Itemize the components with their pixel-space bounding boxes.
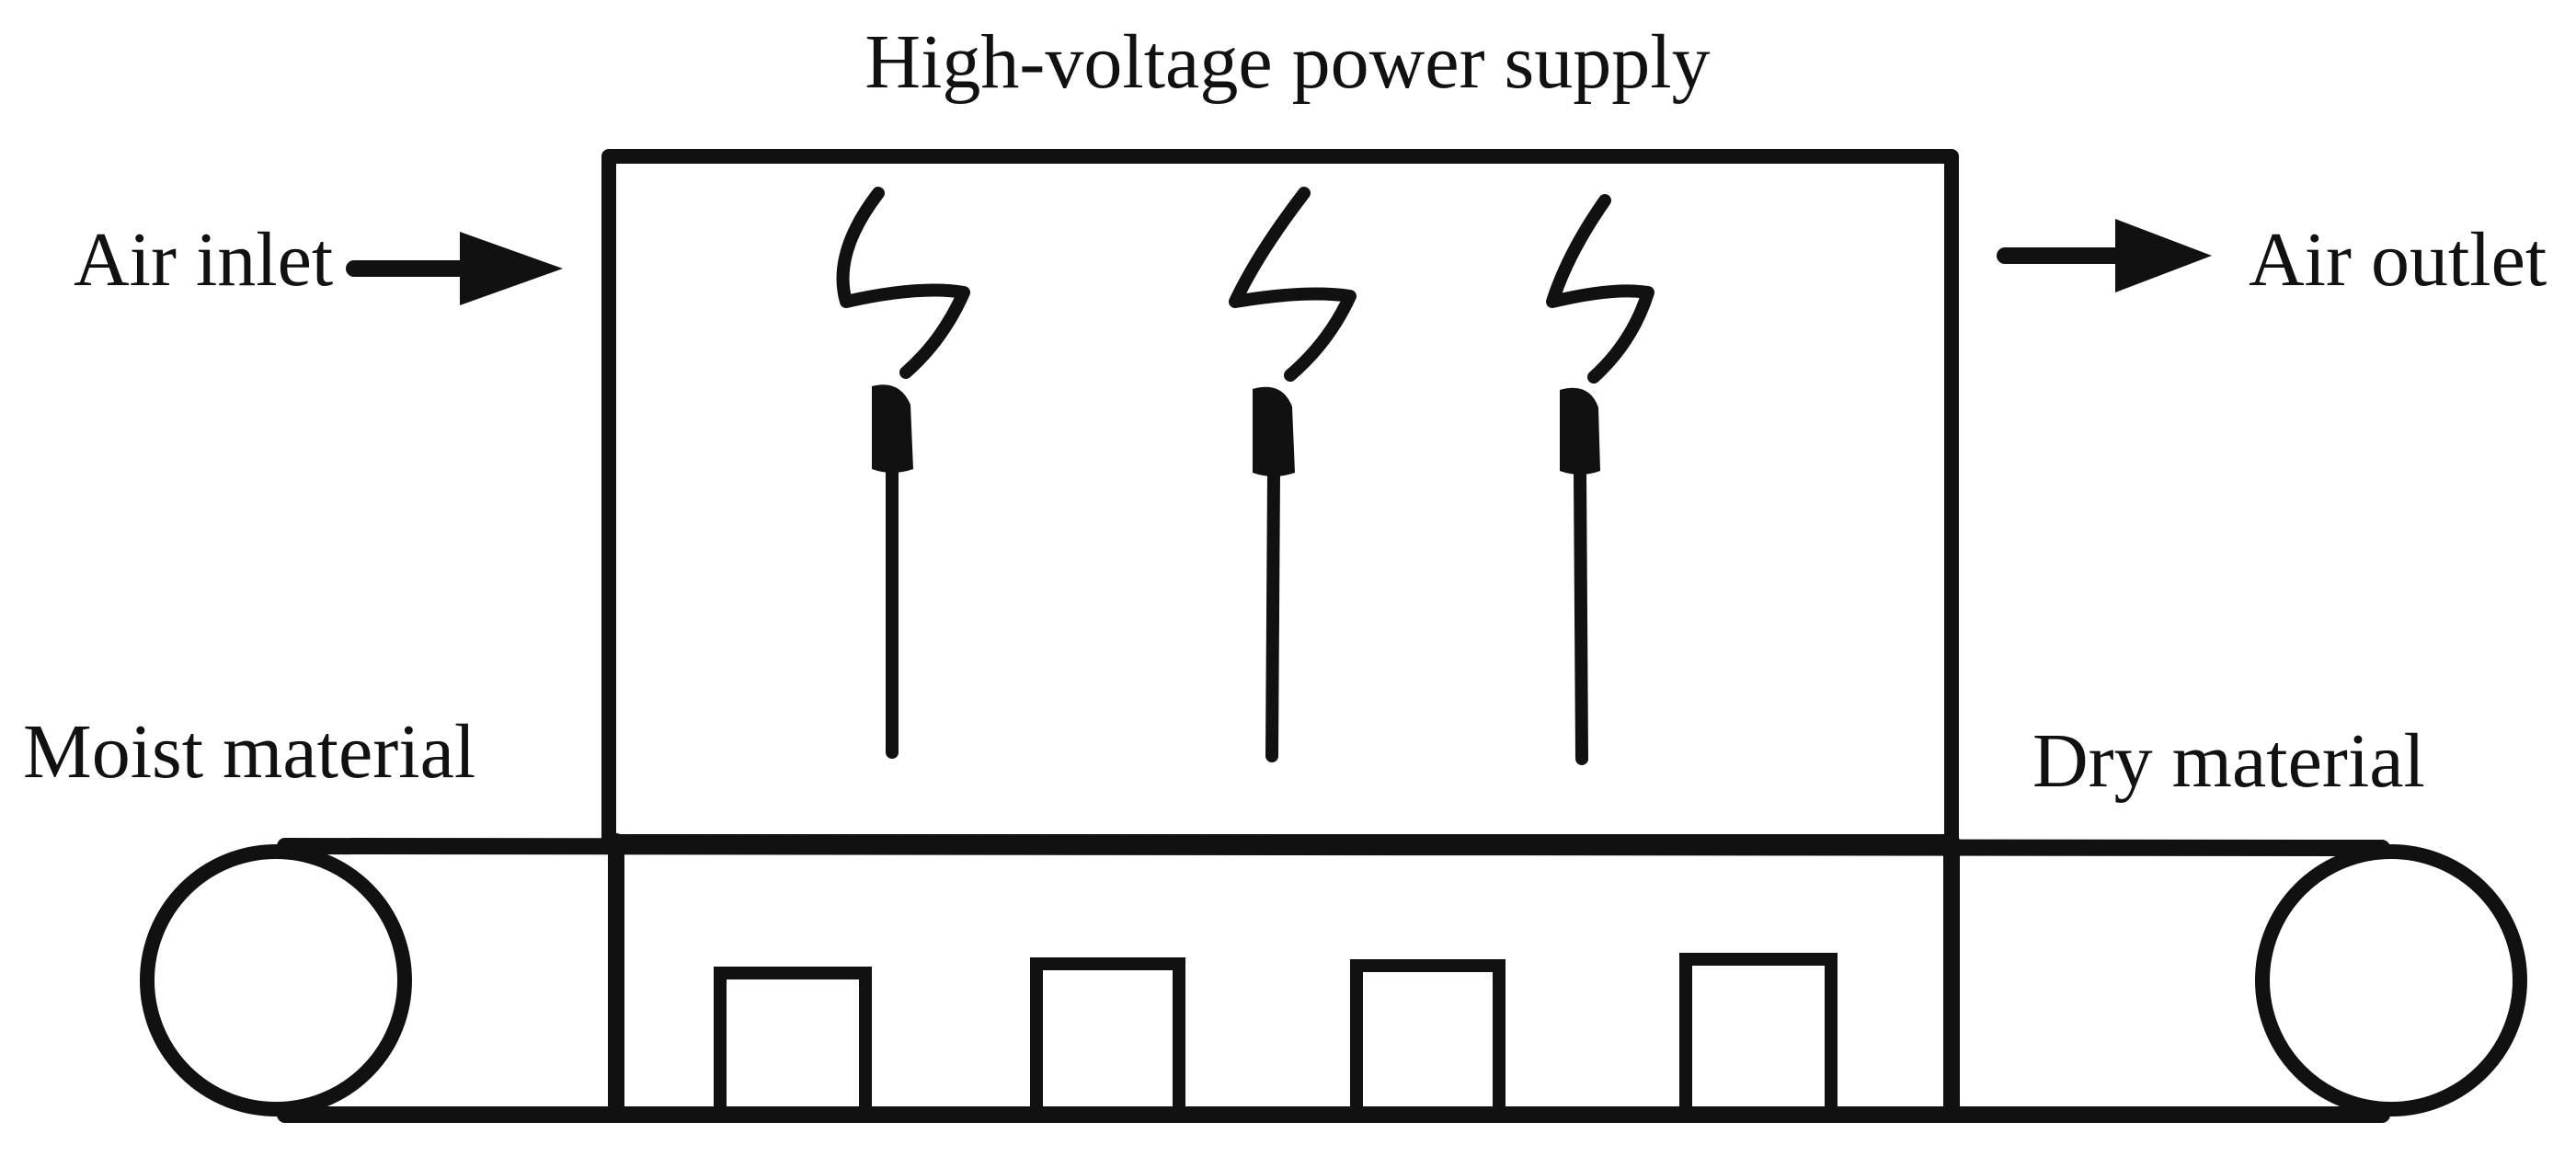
electrode-tip	[872, 384, 913, 473]
drying-chamber	[601, 149, 1959, 849]
electrode-tip	[1560, 387, 1600, 475]
electrode-2	[1229, 187, 1357, 762]
moist-material-label: Moist material	[23, 709, 475, 795]
material-block-3	[1350, 959, 1506, 1121]
lightning-bolt-icon	[836, 187, 970, 379]
air-outlet-label: Air outlet	[2249, 217, 2547, 303]
electrode-tip	[1253, 386, 1295, 476]
electrode-rod	[1265, 466, 1280, 762]
dry-material-label: Dry material	[2032, 718, 2425, 804]
electrode-3	[1546, 194, 1654, 765]
right-roller	[2255, 844, 2527, 1116]
belt-top	[277, 838, 2390, 856]
electrode-rod	[1574, 464, 1588, 765]
material-block-1	[714, 967, 872, 1121]
air-outlet-arrow-icon	[1997, 219, 2212, 292]
material-block-4	[1679, 953, 1838, 1121]
left-roller	[140, 844, 412, 1116]
material-block-2	[1030, 957, 1185, 1121]
power-supply-label: High-voltage power supply	[864, 19, 1710, 105]
air-inlet-label: Air inlet	[74, 217, 333, 303]
electrode-1	[836, 187, 970, 759]
lightning-bolt-icon	[1229, 187, 1357, 382]
lightning-bolt-icon	[1546, 194, 1654, 384]
air-inlet-arrow-icon	[346, 232, 563, 305]
conveyor-belt	[140, 833, 2527, 1123]
